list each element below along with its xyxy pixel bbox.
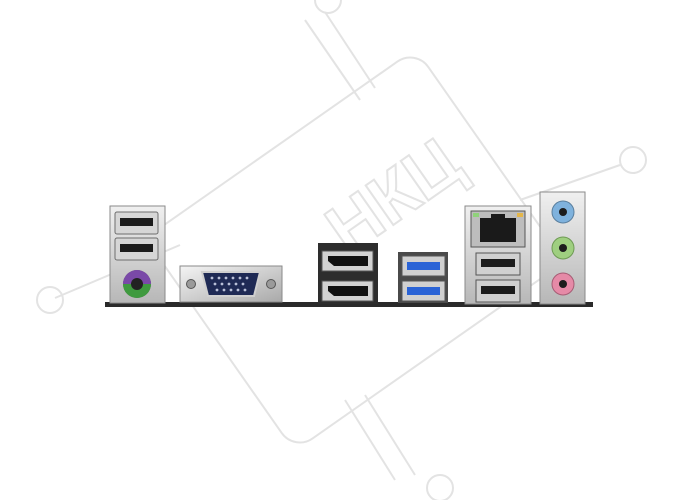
displayport-stack bbox=[318, 243, 378, 304]
pcb-edge bbox=[105, 302, 593, 307]
rj45-lan-port bbox=[470, 210, 526, 248]
usb-ps2-stack bbox=[109, 205, 166, 304]
vga-port bbox=[179, 265, 283, 303]
ps2-combo-port bbox=[123, 270, 151, 298]
lan-usb-stack bbox=[464, 205, 532, 305]
audio-jack-stack bbox=[539, 191, 586, 305]
usb-3-stack bbox=[398, 252, 448, 303]
